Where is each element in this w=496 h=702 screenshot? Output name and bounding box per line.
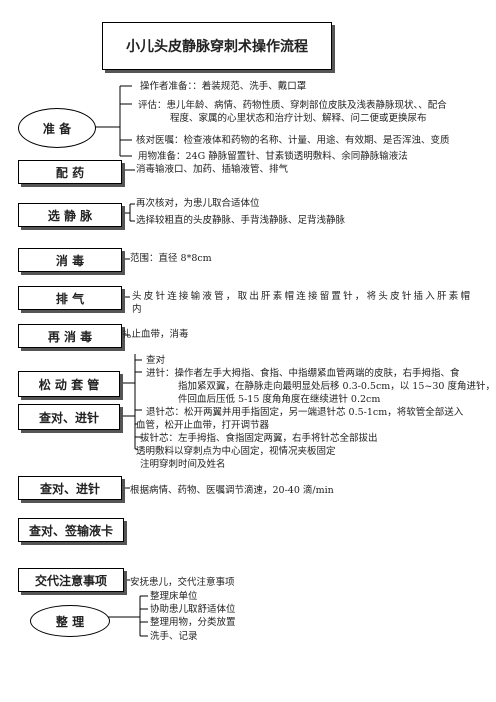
step-check-insert-2: 查对、进针 (18, 476, 122, 500)
step-select-vein: 选 静 脉 (18, 203, 122, 227)
prepare-note-operator: 操作者准备：：着装规范、洗手、戴口罩 (140, 81, 307, 92)
handover-note: 安抚患儿，交代注意事项 (130, 577, 235, 588)
insert-note-c: 件回血后压低 5-15 度角角度在继续进针 0.2cm (178, 394, 381, 405)
rate-note: 根据病情、药物、医嘱调节滴速，20-40 滴/min (130, 485, 334, 496)
fix-note: 透明敷料以穿刺点为中心固定，视情况夹板固定 (136, 446, 336, 457)
tidy-note-supplies: 整理用物，分类放置 (150, 617, 236, 628)
step-tidy: 整 理 (30, 605, 110, 637)
step-check-insert: 查对、进针 (18, 404, 120, 430)
prepare-note-supplies: 用物准备：24G 静脉留置针、甘素锁透明敷料、余同静脉输液法 (138, 151, 408, 162)
page-title: 小儿头皮静脉穿刺术操作流程 (102, 22, 332, 70)
insert-note-a: 进针：操作者左手大拇指、食指、中指绷紧血管两端的皮肤，右手拇指、食 (146, 368, 460, 379)
disinfect-again-note: 扎止血带，消毒 (122, 329, 189, 340)
tidy-note-wash: 洗手、记录 (150, 631, 198, 642)
tidy-note-position: 协助患儿取舒适体位 (150, 604, 236, 615)
prepare-note-verify: 核对医嘱：检查液体和药物的名称、计量、用途、有效期、是否浑浊、变质 (136, 135, 450, 146)
step-disinfect-again: 再 消 毒 (18, 324, 122, 348)
dispense-note: 消毒输液口、加药、插输液管、排气 (136, 164, 289, 175)
pull-note: 拔针芯：左手拇指、食指固定两翼，右手将针芯全部拔出 (140, 433, 378, 444)
withdraw-note-a: 退针芯：松开两翼并用手指固定，另一端退针芯 0.5-1cm，将软管全部送入 (146, 407, 464, 418)
step-handover: 交代注意事项 (18, 568, 124, 592)
withdraw-note-b: 血管，松开止血带，打开调节器 (136, 420, 270, 431)
prepare-note-assess: 评估：患儿年龄、病情、药物性质、穿刺部位皮肤及浅表静脉现状、、配合 (138, 100, 447, 111)
step-loosen-tourniquet: 松 动 套 管 (18, 371, 120, 397)
step-dispense: 配 药 (18, 160, 122, 184)
prepare-note-assess-cont: 程度、家属的心里状态和治疗计划、解释、问二便或更换尿布 (170, 113, 427, 124)
select-vein-note-1: 再次核对，为患儿取合适体位 (136, 198, 260, 209)
step-disinfect: 消 毒 (18, 248, 122, 272)
step-check-sign: 查对、签输液卡 (18, 518, 124, 542)
record-note: 注明穿刺时间及姓名 (140, 459, 226, 470)
select-vein-note-2: 选择较粗直的头皮静脉、手背浅静脉、足背浅静脉 (136, 215, 346, 226)
step-prepare: 准 备 (18, 108, 96, 148)
insert-note-b: 指加紧双翼，在静脉走向最明显处后移 0.3-0.5cm，以 15~30 度角进针… (178, 381, 495, 392)
step-exhaust: 排 气 (18, 286, 122, 310)
insert-note-check: 查对 (146, 355, 166, 366)
exhaust-note: 头皮针连接输液管，取出肝素帽连接留置针，将头皮针插入肝素帽内 (132, 291, 472, 315)
disinfect-note: 范围：直径 8*8cm (130, 253, 212, 264)
tidy-note-bed: 整理床单位 (150, 591, 198, 602)
